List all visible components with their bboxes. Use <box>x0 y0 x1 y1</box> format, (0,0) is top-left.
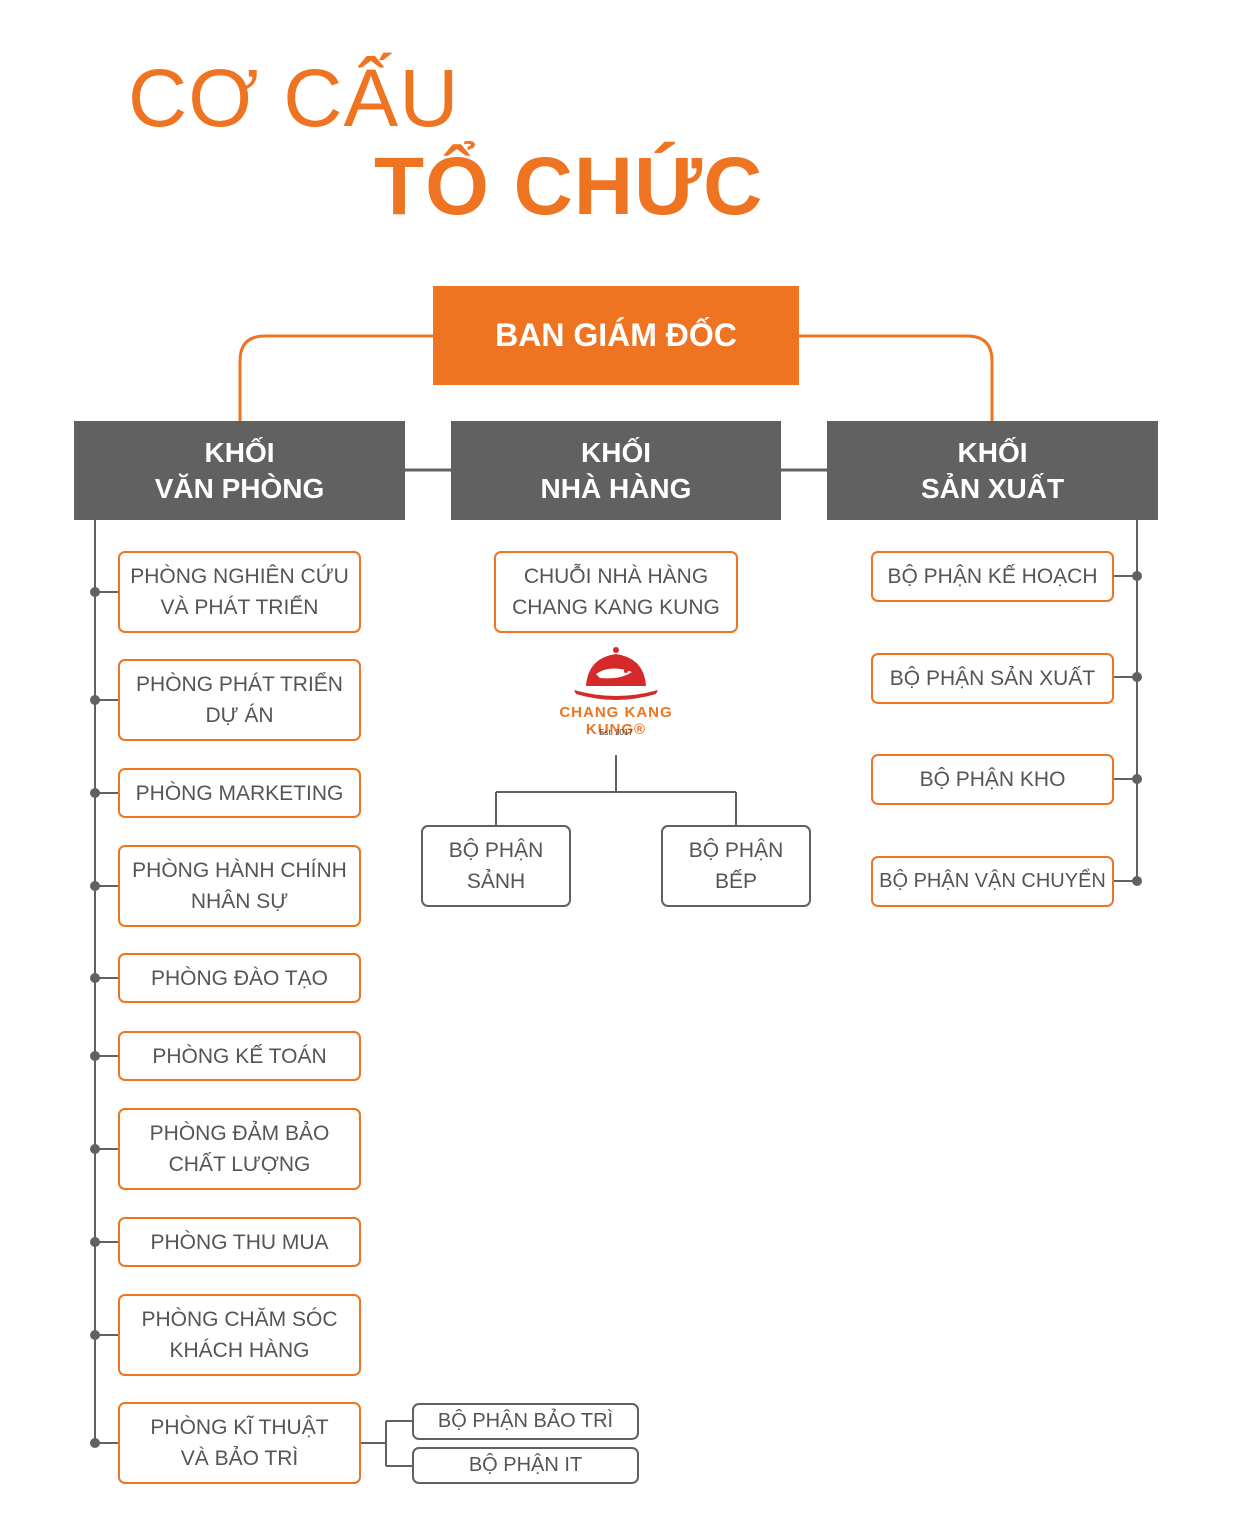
office-dept-technical: PHÒNG KĨ THUẬT VÀ BẢO TRÌ <box>118 1402 361 1484</box>
production-unit-planning: BỘ PHẬN KẾ HOẠCH <box>871 551 1114 602</box>
office-block-line1: KHỐI <box>204 436 275 468</box>
restaurant-block: KHỐI NHÀ HÀNG <box>451 421 781 520</box>
restaurant-chain-line1: CHUỖI NHÀ HÀNG <box>523 565 709 588</box>
title-line1: CƠ CẤU <box>128 53 460 144</box>
office-dept-training: PHÒNG ĐÀO TẠO <box>118 953 361 1003</box>
production-block-line1: KHỐI <box>957 436 1028 468</box>
tech-sub-maintenance: BỘ PHẬN BẢO TRÌ <box>412 1403 639 1440</box>
dept-label: PHÒNG NGHIÊN CỨU <box>130 565 349 588</box>
office-dept-project: PHÒNG PHÁT TRIỂN DỰ ÁN <box>118 659 361 741</box>
dept-label: CHẤT LƯỢNG <box>168 1153 311 1176</box>
office-dept-purchasing: PHÒNG THU MUA <box>118 1217 361 1267</box>
restaurant-chain: CHUỖI NHÀ HÀNG CHANG KANG KUNG <box>494 551 738 633</box>
cloche-fish-icon <box>574 647 658 700</box>
dept-label: NHÂN SỰ <box>190 890 289 913</box>
dept-label: PHÒNG KĨ THUẬT <box>150 1416 329 1439</box>
office-dept-marketing: PHÒNG MARKETING <box>118 768 361 818</box>
logo-text: CHANG KANG KUNG® <box>559 704 673 738</box>
production-unit-transport: BỘ PHẬN VẬN CHUYỂN <box>871 856 1114 907</box>
unit-label: BỘ PHẬN <box>688 839 784 862</box>
office-dept-qa: PHÒNG ĐẢM BẢO CHẤT LƯỢNG <box>118 1108 361 1190</box>
chang-kang-kung-logo: CHANG KANG KUNG® Est. 2017 <box>540 644 692 740</box>
restaurant-block-line2: NHÀ HÀNG <box>540 472 692 504</box>
dept-label: PHÒNG HÀNH CHÍNH <box>132 859 347 882</box>
production-block: KHỐI SẢN XUẤT <box>827 421 1158 520</box>
unit-label: BẾP <box>714 870 758 893</box>
unit-label: SẢNH <box>466 870 526 893</box>
dept-label: DỰ ÁN <box>205 704 274 727</box>
office-dept-rnd: PHÒNG NGHIÊN CỨU VÀ PHÁT TRIỂN <box>118 551 361 633</box>
dept-label: VÀ BẢO TRÌ <box>180 1447 299 1470</box>
office-dept-hr: PHÒNG HÀNH CHÍNH NHÂN SỰ <box>118 845 361 927</box>
board-of-directors: BAN GIÁM ĐỐC <box>433 286 799 385</box>
unit-label: BỘ PHẬN <box>448 839 544 862</box>
office-block-line2: VĂN PHÒNG <box>154 472 325 504</box>
office-block: KHỐI VĂN PHÒNG <box>74 421 405 520</box>
tech-sub-it: BỘ PHẬN IT <box>412 1447 639 1484</box>
restaurant-unit-lobby: BỘ PHẬN SẢNH <box>421 825 571 907</box>
restaurant-unit-kitchen: BỘ PHẬN BẾP <box>661 825 811 907</box>
dept-label: VÀ PHÁT TRIỂN <box>160 596 319 619</box>
dept-label: PHÒNG CHĂM SÓC <box>141 1308 338 1331</box>
dept-label: KHÁCH HÀNG <box>169 1339 310 1362</box>
title-line2: TỔ CHỨC <box>374 141 764 232</box>
dept-label: PHÒNG ĐẢM BẢO <box>149 1122 330 1145</box>
dept-label: PHÒNG MARKETING <box>135 781 344 805</box>
office-dept-customer-care: PHÒNG CHĂM SÓC KHÁCH HÀNG <box>118 1294 361 1376</box>
dept-label: PHÒNG ĐÀO TẠO <box>151 966 328 990</box>
dept-label: PHÒNG KẾ TOÁN <box>152 1044 327 1068</box>
logo-est: Est. 2017 <box>599 728 633 737</box>
restaurant-block-line1: KHỐI <box>581 436 651 468</box>
production-unit-warehouse: BỘ PHẬN KHO <box>871 754 1114 805</box>
office-dept-accounting: PHÒNG KẾ TOÁN <box>118 1031 361 1081</box>
dept-label: PHÒNG PHÁT TRIỂN <box>136 673 343 696</box>
dept-label: PHÒNG THU MUA <box>150 1230 329 1254</box>
production-block-line2: SẢN XUẤT <box>920 472 1065 504</box>
restaurant-chain-line2: CHANG KANG KUNG <box>512 596 720 619</box>
production-unit-manufacturing: BỘ PHẬN SẢN XUẤT <box>871 653 1114 704</box>
